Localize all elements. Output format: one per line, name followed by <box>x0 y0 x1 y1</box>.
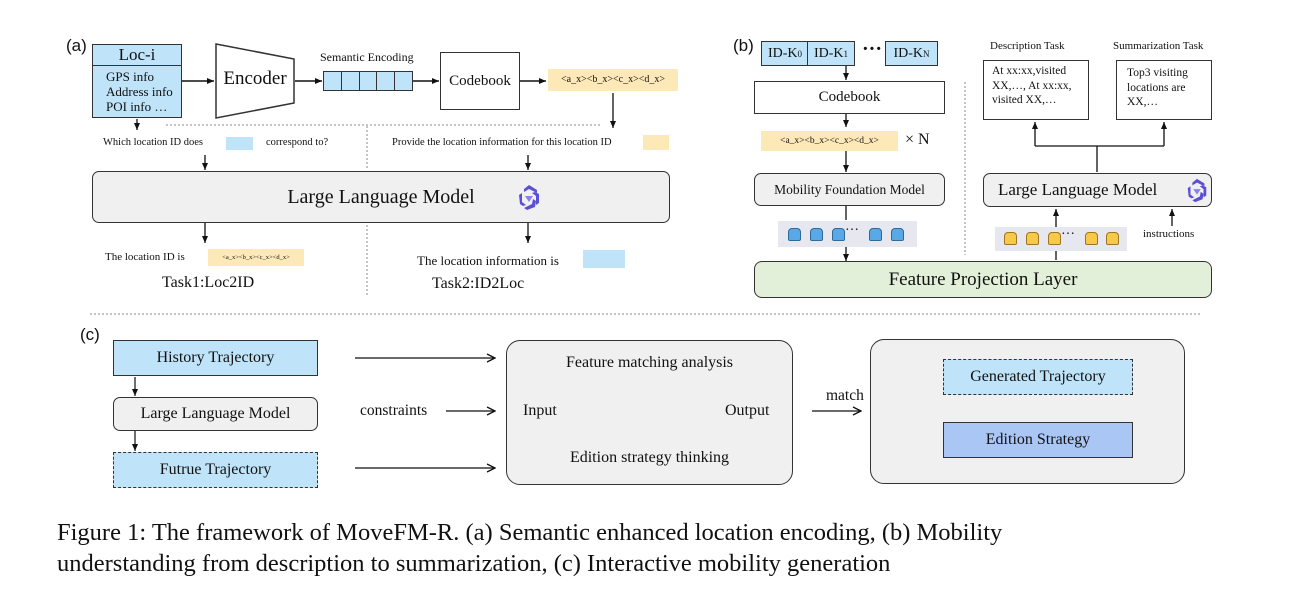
llm-c-label: Large Language Model <box>140 405 291 422</box>
task1-answer-tokens: <a_x><b_x><c_x><d_x> <box>208 249 304 266</box>
summarization-line: XX,… <box>1127 96 1158 108</box>
id-k0-sub: 0 <box>797 48 803 59</box>
edition-thinking-label: Edition strategy thinking <box>569 449 730 466</box>
loc-i-box: Loc-i GPS info Address info POI info … <box>92 44 182 118</box>
figure-caption-line1: Figure 1: The framework of MoveFM-R. (a)… <box>57 519 1003 546</box>
llm-a-label: Large Language Model <box>287 185 475 208</box>
task1-question-post: correspond to? <box>266 137 329 148</box>
semantic-encoding-vector <box>323 71 413 91</box>
description-line: XX,…, At xx:xx, <box>992 79 1072 92</box>
mobility-model-label: Mobility Foundation Model <box>774 181 925 197</box>
loc-info-gps: GPS info <box>106 69 155 84</box>
generated-label: Generated Trajectory <box>970 368 1106 385</box>
description-output-box: At xx:xx,visited XX,…, At xx:xx, visited… <box>983 60 1089 120</box>
codebook-a: Codebook <box>440 52 520 110</box>
panel-a-label: (a) <box>66 36 87 55</box>
loc-info-address: Address info <box>106 84 173 99</box>
future-trajectory-box: Futrue Trajectory <box>113 452 318 488</box>
task2-question: Provide the location information for thi… <box>392 137 612 148</box>
instructions-label: instructions <box>1143 228 1195 240</box>
llm-box-c: Large Language Model <box>113 397 318 431</box>
task1-question-pre: Which location ID does <box>103 137 204 148</box>
edition-strategy-label: Edition Strategy <box>985 431 1091 448</box>
edition-strategy-box: Edition Strategy <box>943 422 1133 458</box>
loc-i-title: Loc-i <box>93 45 181 66</box>
history-label: History Trajectory <box>156 349 275 366</box>
times-n-label: × N <box>905 131 930 148</box>
encoder-label: Encoder <box>223 68 287 89</box>
description-task-title: Description Task <box>990 40 1065 52</box>
semantic-encoding-label: Semantic Encoding <box>320 50 414 64</box>
summarization-output-box: Top3 visiting locations are XX,… <box>1116 60 1212 120</box>
constraints-label: constraints <box>360 402 428 419</box>
task1-answer: The location ID is <box>105 251 185 263</box>
llm-b-label: Large Language Model <box>998 180 1158 199</box>
summarization-line: locations are <box>1127 81 1186 94</box>
qwen-logo-icon <box>519 185 539 210</box>
future-label: Futrue Trajectory <box>159 461 272 478</box>
id-placeholder-yellow <box>643 135 669 150</box>
mobility-token-strip: ··· <box>778 221 917 247</box>
llm-box-a: Large Language Model <box>92 171 670 223</box>
feature-projection-label: Feature Projection Layer <box>888 268 1078 290</box>
id-kn-sub: N <box>923 48 930 59</box>
code-tokens-a: <a_x><b_x><c_x><d_x> <box>548 69 678 91</box>
id-ellipsis: ··· <box>862 38 883 60</box>
generated-trajectory-box: Generated Trajectory <box>943 359 1133 395</box>
feature-projection-layer: Feature Projection Layer <box>754 261 1212 298</box>
id-kn-label: ID-K <box>893 45 924 61</box>
figure-caption-line2: understanding from description to summar… <box>57 550 891 577</box>
summarization-task-title: Summarization Task <box>1113 40 1204 52</box>
mobility-foundation-model-box: Mobility Foundation Model <box>754 173 945 206</box>
id-k1-label: ID-K <box>813 45 844 61</box>
history-trajectory-box: History Trajectory <box>113 340 318 376</box>
location-placeholder-blue <box>226 137 253 150</box>
output-label: Output <box>725 402 770 419</box>
feature-matching-label: Feature matching analysis <box>565 354 734 371</box>
qwen-logo-icon <box>1187 178 1207 203</box>
panel-b-label: (b) <box>733 36 754 55</box>
codebook-b-label: Codebook <box>818 89 881 105</box>
token-ellipsis: ··· <box>845 223 859 238</box>
codebook-b: Codebook <box>754 81 945 114</box>
summarization-line: Top3 visiting <box>1127 67 1188 79</box>
task1-name: Task1:Loc2ID <box>162 274 255 291</box>
loc-info-poi: POI info … <box>106 99 168 114</box>
input-label: Input <box>523 402 557 419</box>
reasoning-box <box>506 340 793 485</box>
task2-answer: The location information is <box>417 253 559 268</box>
id-k0-label: ID-K <box>767 45 798 61</box>
token-ellipsis: ··· <box>1061 227 1075 242</box>
task2-name: Task2:ID2Loc <box>432 275 525 292</box>
llm-token-strip: ··· <box>995 227 1127 251</box>
match-label: match <box>826 387 864 404</box>
llm-box-b: Large Language Model <box>983 173 1212 207</box>
task2-answer-placeholder <box>583 250 625 268</box>
description-line: At xx:xx,visited <box>992 65 1067 77</box>
id-k1-sub: 1 <box>843 48 849 59</box>
panel-c-label: (c) <box>80 325 100 344</box>
code-tokens-b: <a_x><b_x><c_x><d_x> <box>761 131 898 151</box>
description-line: visited XX,… <box>992 94 1057 106</box>
codebook-a-label: Codebook <box>449 72 511 89</box>
